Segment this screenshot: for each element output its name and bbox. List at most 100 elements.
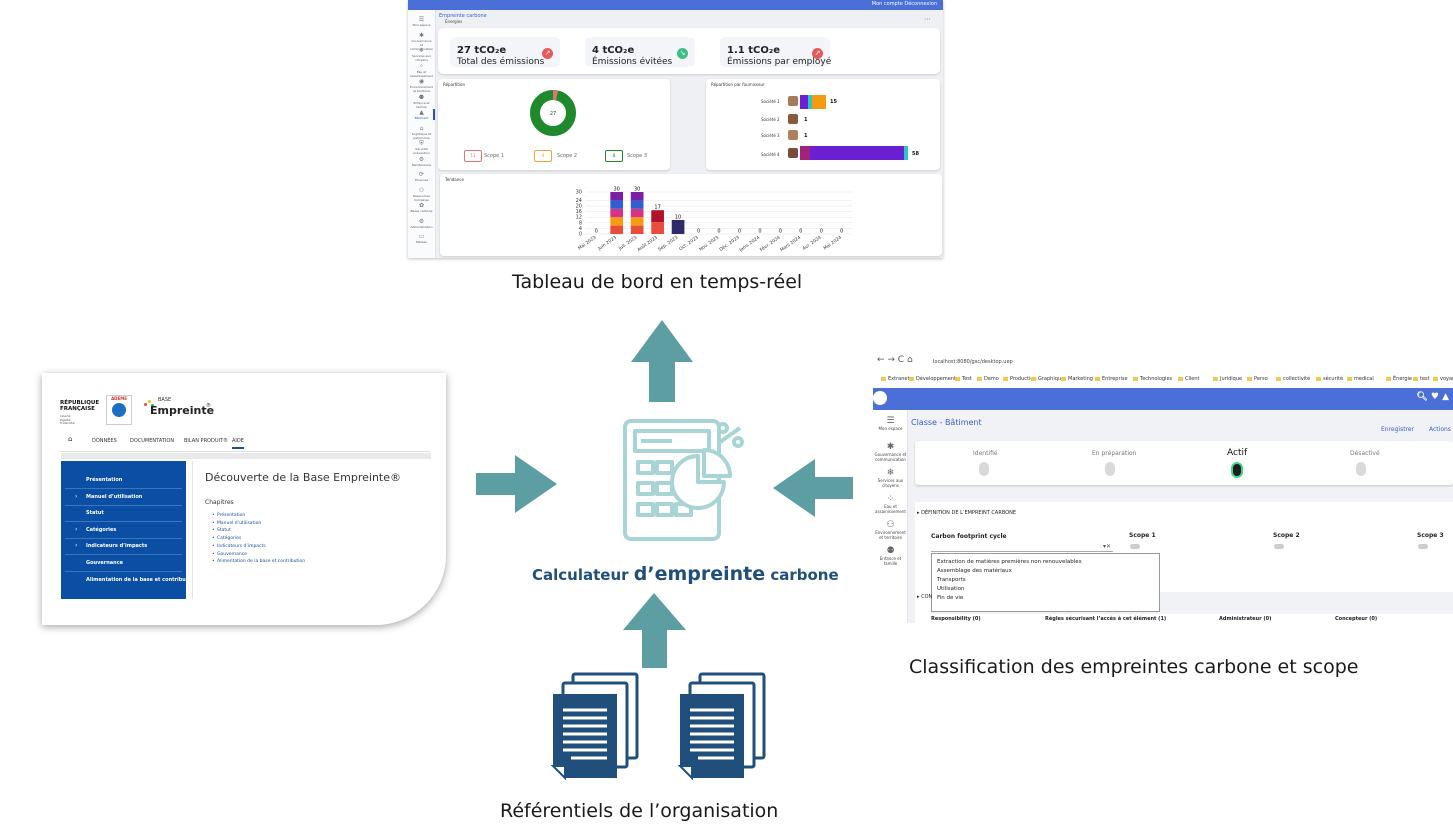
classification-caption: Classification des empreintes carbone et… — [909, 656, 1359, 678]
bookmark-item[interactable]: test — [1413, 376, 1430, 382]
x-tick-label: Sep. 2023 — [657, 235, 679, 253]
nav-arrows-icon[interactable]: ← → C ⌂ — [877, 355, 913, 365]
more-icon[interactable]: ⋯ — [924, 15, 931, 23]
bookmark-item[interactable]: voyage — [1433, 376, 1453, 382]
nav-bilan-produit[interactable]: BILAN PRODUIT® — [184, 438, 229, 444]
bookmark-item[interactable]: sécurité — [1316, 376, 1343, 382]
chapitre-link[interactable]: Manuel d’utilisation — [212, 521, 261, 526]
sidebar-item-label: Finances — [414, 178, 429, 182]
scope2-toggle[interactable] — [1274, 544, 1284, 549]
bookmark-item[interactable]: Extranet — [881, 376, 909, 382]
scope1-toggle[interactable] — [1130, 544, 1140, 549]
sidebar-item[interactable]: ❄Services aux citoyens — [874, 468, 907, 488]
dropdown-option[interactable]: Fin de vie — [937, 595, 964, 601]
bookmark-item[interactable]: Graphique — [1031, 376, 1064, 382]
clear-icon[interactable]: ▾✕ — [1102, 543, 1111, 550]
supplier-name: Société 1 — [761, 99, 780, 104]
menu-item[interactable]: Manuel d’utilisation — [86, 493, 143, 500]
sidebar-item[interactable]: ☰Mon espace — [410, 16, 433, 27]
dashboard-breadcrumb[interactable]: Empreinte carbone — [439, 13, 487, 19]
home-icon[interactable]: ⌂ — [68, 435, 73, 443]
kpi-total-value: 27 tCO₂e — [457, 45, 507, 56]
dashboard-header-items[interactable]: Mon compte Déconnexion — [871, 1, 937, 7]
sidebar-item[interactable]: ⚉Enfance et famille — [410, 94, 433, 109]
bookmark-item[interactable]: Demo — [977, 376, 999, 382]
bookmark-item[interactable]: Énergie — [1386, 376, 1412, 382]
dashboard-sidebar: ☰Mon espace ✱Gouvernance et communication… — [408, 10, 436, 258]
sidebar-item[interactable]: ⚇Ressources humaines — [410, 187, 433, 202]
menu-item[interactable]: Catégories — [86, 526, 117, 533]
bookmark-item[interactable]: Technologies — [1133, 376, 1172, 382]
sidebar-item[interactable]: ⁘Eau et assainissement — [410, 63, 433, 78]
sidebar-item[interactable]: ⁘Eau et assainissement — [874, 494, 907, 514]
sidebar-item[interactable]: ⛨Sécurité prévention — [410, 140, 433, 155]
sidebar-item[interactable]: ❄Services aux citoyens — [410, 47, 433, 62]
dropdown-option[interactable]: Assemblage des matériaux — [937, 568, 1012, 574]
chapitre-link[interactable]: Statut — [212, 528, 231, 533]
save-button[interactable]: Enregistrer — [1381, 426, 1415, 433]
bookmark-item[interactable]: Production — [1003, 376, 1037, 382]
chapitre-link[interactable]: Présentation — [212, 513, 245, 518]
sidebar-item[interactable]: ◉Environnement et territoire — [410, 78, 433, 93]
sidebar-item[interactable]: ⌂Logistique et patrimoine — [410, 125, 433, 140]
y-tick-label: 4 — [579, 226, 582, 232]
bookmark-item[interactable]: Perso — [1247, 376, 1268, 382]
bookmark-item[interactable]: Développement — [909, 376, 956, 382]
menu-item[interactable]: Indicateurs d’impacts — [86, 543, 148, 550]
sidebar-item[interactable]: ▭Tableau — [410, 233, 433, 244]
bookmark-item[interactable]: Client — [1178, 376, 1199, 382]
stage-actif[interactable]: Actif — [1227, 448, 1248, 458]
sidebar-item[interactable]: ☰Mon espace — [874, 416, 907, 431]
bookmark-item[interactable]: Juridique — [1213, 376, 1242, 382]
actions-button[interactable]: Actions — [1429, 426, 1451, 433]
sidebar-item[interactable]: ⟳Finances — [410, 171, 433, 182]
menu-item[interactable]: Présentation — [86, 477, 123, 483]
chevron-right-icon[interactable]: › — [75, 492, 78, 500]
bookmark-item[interactable]: Test — [955, 376, 972, 382]
sidebar-item[interactable]: ✱Gouvernance et communication — [410, 32, 433, 51]
y-tick-label: 8 — [579, 220, 582, 226]
sidebar-item[interactable]: ✱Gouvernance et communication — [874, 442, 907, 462]
repartition-card: Répartition 27 11 Scope 1 4 Scope 2 8 Sc… — [438, 79, 670, 170]
republique-logo: RÉPUBLIQUE FRANÇAISE — [60, 400, 99, 412]
data-label: 30 — [614, 187, 620, 193]
bookmark-item[interactable]: Marketing — [1061, 376, 1093, 382]
documents-icon — [551, 672, 639, 780]
stage-desactive[interactable]: Désactivé — [1350, 450, 1380, 457]
sidebar-item[interactable]: ▲Bâtiment — [410, 109, 435, 120]
sidebar-item[interactable]: ⚙Administration — [410, 218, 433, 229]
scope3-toggle[interactable] — [1418, 544, 1428, 549]
dropdown-option[interactable]: Utilisation — [937, 586, 965, 592]
base-content: Découverte de la Base Empreinte® Chapitr… — [192, 461, 431, 599]
bookmark-item[interactable]: Entreprise — [1095, 376, 1128, 382]
chevron-right-icon[interactable]: › — [75, 542, 78, 550]
bookmark-item[interactable]: collectivité — [1276, 376, 1310, 382]
url-text[interactable]: localhost:8080/gsc/desktop.uep — [933, 359, 1013, 365]
chapitre-link[interactable]: Gouvernance — [212, 552, 247, 557]
chapitre-link[interactable]: Indicateurs d’impacts — [212, 544, 266, 549]
cycle-select[interactable]: ▾✕ — [931, 543, 1113, 552]
nav-donnees[interactable]: DONNÉES — [92, 438, 117, 444]
menu-item[interactable]: Gouvernance — [86, 560, 124, 566]
sidebar-item[interactable]: ⚙Maintenance — [410, 156, 433, 167]
nav-documentation[interactable]: DOCUMENTATION — [130, 438, 175, 444]
dropdown-option[interactable]: Extraction de matières premières non ren… — [937, 559, 1082, 565]
supplier-value: 58 — [912, 151, 919, 157]
menu-item[interactable]: Statut — [86, 510, 104, 517]
stage-identifie[interactable]: Identifié — [973, 450, 998, 457]
app-header-icons[interactable]: 🔍︎ ♥ ▲ — [1416, 392, 1449, 402]
bookmark-item[interactable]: medical — [1347, 376, 1374, 382]
menu-item[interactable]: Alimentation de la base et contribution — [86, 576, 197, 583]
nav-aide[interactable]: AIDE — [232, 438, 244, 449]
stage-preparation[interactable]: En préparation — [1092, 450, 1137, 457]
sidebar-item[interactable]: ✿Bases carbone — [410, 202, 433, 213]
chapitre-link[interactable]: Alimentation de la base et contribution — [212, 559, 305, 564]
chevron-right-icon[interactable]: › — [75, 525, 78, 533]
column-header: Responsibility (0) — [931, 616, 981, 622]
sidebar-item[interactable]: ⚉Enfance et famille — [874, 546, 907, 566]
sidebar-item[interactable]: ⚇Environnement et territoire — [874, 520, 907, 540]
sidebar-item-icon: ☰ — [886, 416, 895, 426]
chapitre-link[interactable]: Catégories — [212, 536, 241, 541]
dropdown-option[interactable]: Transports — [937, 577, 966, 583]
app-logo — [873, 391, 887, 405]
